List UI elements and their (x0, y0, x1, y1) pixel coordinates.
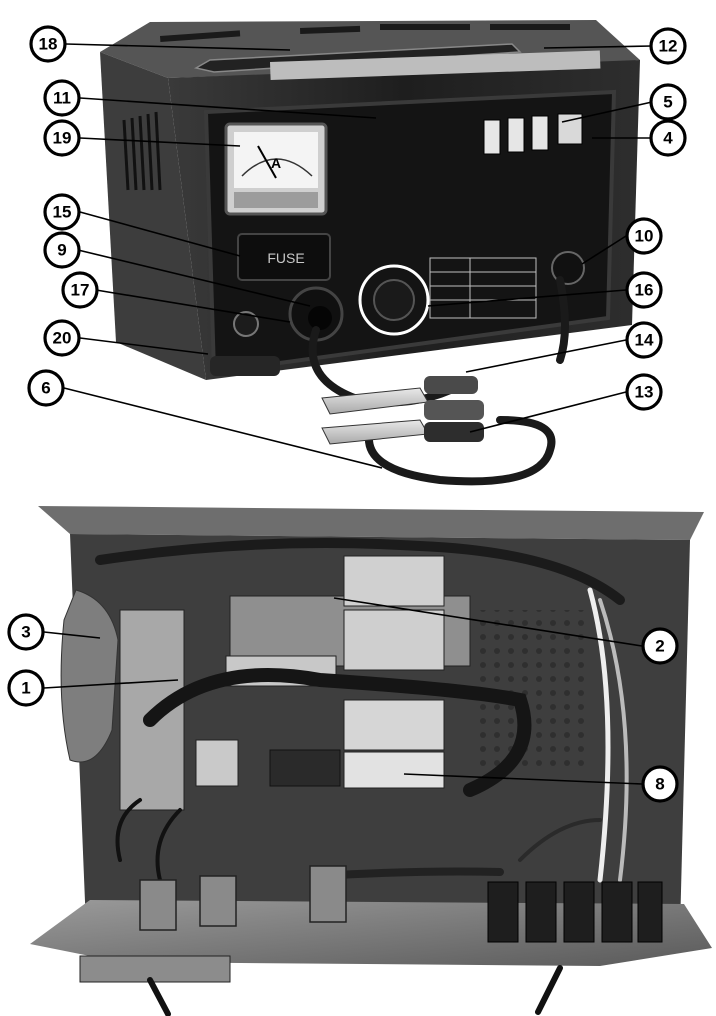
callout-8: 8 (641, 765, 679, 803)
front-foot (210, 356, 280, 376)
charger-exterior: A FUSE (100, 20, 640, 486)
fuse-label: FUSE (267, 250, 304, 266)
reset-knob-highlight (358, 264, 430, 336)
leader-18 (65, 43, 291, 51)
callout-10-label: 10 (635, 227, 654, 246)
chassis-top-flange (38, 506, 704, 540)
leader-17 (95, 289, 291, 323)
leader-6 (63, 387, 383, 469)
callout-4-label: 4 (663, 129, 673, 148)
callout-16-label: 16 (635, 281, 654, 300)
leader-2 (333, 597, 643, 647)
callout-19: 19 (43, 119, 81, 157)
callout-11-label: 11 (53, 89, 71, 108)
fuse-holder: FUSE (237, 233, 331, 281)
callout-18-label: 18 (39, 35, 58, 54)
callout-12: 12 (649, 27, 687, 65)
callout-17: 17 (61, 271, 99, 309)
callout-14-label: 14 (635, 331, 654, 350)
callouts: 18 12 11 5 19 4 15 10 9 17 16 (7, 25, 687, 803)
leader-19 (79, 137, 241, 147)
base-terminals (139, 865, 347, 931)
leader-lines (43, 43, 653, 785)
callout-13-label: 13 (635, 383, 654, 402)
callout-20-label: 20 (53, 329, 72, 348)
reset-knob (373, 279, 415, 321)
leader-20 (79, 337, 209, 355)
selector-switches (483, 113, 583, 155)
callout-11: 11 (43, 79, 81, 117)
callout-16: 16 (625, 271, 663, 309)
callout-4: 4 (649, 119, 687, 157)
battery-clamps (321, 376, 484, 445)
callout-6: 6 (27, 369, 65, 407)
callout-8-label: 8 (655, 775, 664, 794)
mains-grommet (233, 311, 259, 337)
side-vents (122, 111, 162, 191)
callout-9-label: 9 (57, 241, 66, 260)
leader-15 (79, 211, 241, 257)
leader-3 (43, 631, 101, 639)
callout-5-label: 5 (663, 93, 672, 112)
leader-10 (581, 235, 627, 265)
callout-1-label: 1 (21, 679, 30, 698)
leader-14 (465, 339, 627, 373)
housing-side (100, 52, 206, 380)
leader-1 (43, 679, 179, 689)
callout-17-label: 17 (71, 281, 90, 300)
callout-1: 1 (7, 669, 45, 707)
side-cover (60, 589, 119, 763)
callout-18: 18 (29, 25, 67, 63)
cable-gland (551, 251, 585, 285)
callout-14: 14 (625, 321, 663, 359)
meter-unit: A (271, 155, 281, 171)
callout-2-label: 2 (655, 637, 664, 656)
leader-9 (77, 249, 311, 307)
leader-8 (403, 773, 643, 785)
spec-table (429, 257, 537, 319)
ammeter: A (224, 122, 328, 216)
callout-20: 20 (43, 319, 81, 357)
callout-3-label: 3 (21, 623, 30, 642)
callout-12-label: 12 (659, 37, 678, 56)
relay (195, 739, 239, 787)
charger-interior (30, 506, 712, 1016)
callout-19-label: 19 (53, 129, 72, 148)
leader-16 (427, 289, 627, 307)
callout-6-label: 6 (41, 379, 50, 398)
top-vents (160, 24, 570, 42)
wiring-harness (95, 538, 629, 883)
callout-15-label: 15 (53, 203, 72, 222)
leader-13 (469, 391, 627, 433)
callout-5: 5 (649, 83, 687, 121)
mounting-bracket (79, 955, 231, 983)
warning-labels (270, 50, 601, 80)
callout-9: 9 (43, 231, 81, 269)
exit-cables (147, 965, 563, 1016)
leader-5 (561, 101, 653, 123)
callout-10: 10 (625, 217, 663, 255)
leader-11 (79, 97, 377, 119)
callout-13: 13 (625, 373, 663, 411)
leader-12 (543, 45, 653, 49)
callout-15: 15 (43, 193, 81, 231)
callout-2: 2 (641, 627, 679, 665)
callout-3: 3 (7, 613, 45, 651)
terminal-block (487, 881, 663, 943)
